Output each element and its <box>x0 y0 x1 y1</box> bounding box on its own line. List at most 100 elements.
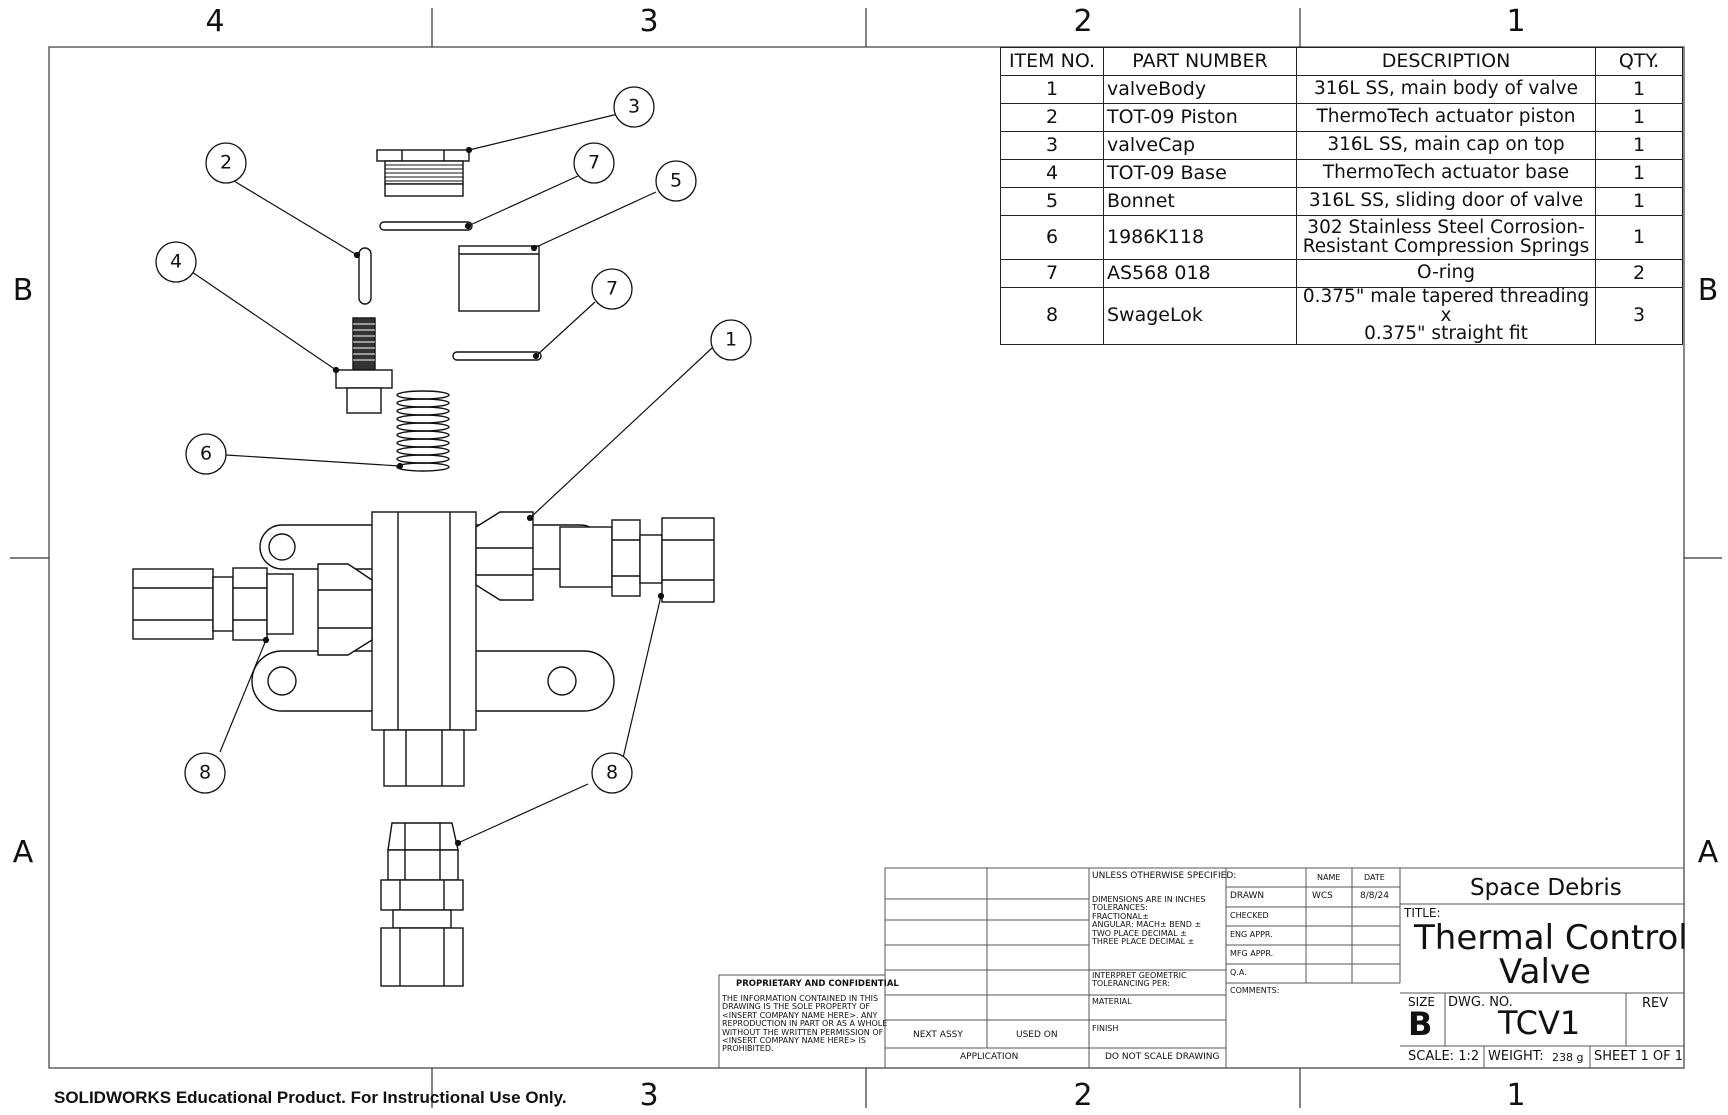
balloon-number: 5 <box>669 169 683 192</box>
tolerance-line: DIMENSIONS ARE IN INCHES <box>1092 895 1206 904</box>
balloon-number: 3 <box>627 95 641 118</box>
bom-item: 3 <box>1000 131 1104 160</box>
tolerance-block: DIMENSIONS ARE IN INCHES TOLERANCES: FRA… <box>1092 895 1206 946</box>
educational-watermark: SOLIDWORKS Educational Product. For Inst… <box>54 1088 567 1107</box>
zone-label: 1 <box>1506 1078 1526 1113</box>
finish-label: FINISH <box>1092 1024 1119 1033</box>
bom-desc-line: Resistant Compression Springs <box>1302 235 1590 257</box>
zone-label: 4 <box>205 4 225 39</box>
bom-qty: 1 <box>1595 131 1683 160</box>
balloon-number: 8 <box>198 761 212 784</box>
drawn-label: DRAWN <box>1230 891 1265 901</box>
interpret-line: INTERPRET GEOMETRIC <box>1092 971 1187 980</box>
zone-label: 2 <box>1073 4 1093 39</box>
sheet-value: SHEET 1 OF 1 <box>1594 1049 1684 1064</box>
zone-label: 3 <box>639 1078 659 1113</box>
name-header: NAME <box>1317 873 1341 882</box>
bom-desc: 316L SS, sliding door of valve <box>1296 187 1596 216</box>
balloon-number: 4 <box>169 250 183 273</box>
bom-header: PART NUMBER <box>1103 47 1297 76</box>
zone-label: 1 <box>1506 4 1526 39</box>
bom-desc: O-ring <box>1296 259 1596 288</box>
proprietary-line: REPRODUCTION IN PART OR AS A WHOLE <box>722 1019 888 1029</box>
bom-item: 8 <box>1000 287 1104 345</box>
material-label: MATERIAL <box>1092 997 1132 1006</box>
bom-item: 5 <box>1000 187 1104 216</box>
bom-desc: 316L SS, main body of valve <box>1296 75 1596 104</box>
proprietary-line: WITHOUT THE WRITTEN PERMISSION OF <box>722 1027 884 1037</box>
balloon-number: 8 <box>605 761 619 784</box>
dwg-no-label: DWG. NO. <box>1448 995 1513 1010</box>
bom-item: 6 <box>1000 215 1104 260</box>
bom-item: 4 <box>1000 159 1104 188</box>
bom-qty: 1 <box>1595 187 1683 216</box>
bom-header: DESCRIPTION <box>1296 47 1596 76</box>
bom-qty: 1 <box>1595 103 1683 132</box>
balloon-number: 1 <box>724 328 738 351</box>
drawn-name: WCS <box>1312 891 1333 901</box>
tolerance-line: FRACTIONAL± <box>1092 911 1149 921</box>
balloon-number: 7 <box>605 277 619 300</box>
bom-desc-line: 302 Stainless Steel Corrosion- <box>1307 217 1585 238</box>
eng-appr-label: ENG APPR. <box>1230 930 1273 939</box>
proprietary-line: THE INFORMATION CONTAINED IN THIS <box>722 994 879 1003</box>
tolerance-line: TWO PLACE DECIMAL ± <box>1092 928 1187 938</box>
interpret-label: INTERPRET GEOMETRIC TOLERANCING PER: <box>1092 971 1187 989</box>
tolerance-line: TOLERANCES: <box>1092 903 1148 913</box>
company-name: Space Debris <box>1470 875 1622 901</box>
bom-header-row: ITEM NO. PART NUMBER DESCRIPTION QTY. <box>1000 47 1683 76</box>
zone-label: A <box>12 835 34 870</box>
mfg-appr-label: MFG APPR. <box>1230 949 1274 958</box>
size-value: B <box>1408 1005 1433 1043</box>
proprietary-text: THE INFORMATION CONTAINED IN THIS DRAWIN… <box>722 994 888 1054</box>
bom-part: TOT-09 Piston <box>1103 103 1297 132</box>
zone-label: B <box>12 273 34 308</box>
bom-qty: 1 <box>1595 75 1683 104</box>
tolerance-line: ANGULAR: MACH± BEND ± <box>1092 920 1202 930</box>
bom-item: 2 <box>1000 103 1104 132</box>
weight-value: 238 g <box>1552 1051 1584 1064</box>
balloon-number: 2 <box>219 151 233 174</box>
proprietary-line: PROHIBITED. <box>722 1044 774 1054</box>
comments-label: COMMENTS: <box>1230 986 1280 995</box>
bom-qty: 1 <box>1595 215 1683 260</box>
bom-part: valveBody <box>1103 75 1297 104</box>
drawing-title-line1: Thermal Control <box>1414 918 1688 958</box>
drawing-title-line2: Valve <box>1499 952 1591 992</box>
dwg-no-value: TCV1 <box>1498 1004 1581 1042</box>
zone-label: 3 <box>639 4 659 39</box>
bom-desc: 316L SS, main cap on top <box>1296 131 1596 160</box>
next-assy-label: NEXT ASSY <box>913 1030 963 1040</box>
scale-value: SCALE: 1:2 <box>1408 1049 1480 1064</box>
interpret-line: TOLERANCING PER: <box>1092 979 1170 989</box>
bom-desc-line: 0.375" male tapered threading x <box>1302 286 1590 326</box>
zone-label: B <box>1697 273 1719 308</box>
bom-desc-line: 0.375" straight fit <box>1364 323 1528 344</box>
proprietary-line: <INSERT COMPANY NAME HERE>. ANY <box>722 1010 878 1020</box>
bom-part: SwageLok <box>1103 287 1297 345</box>
unless-specified-label: UNLESS OTHERWISE SPECIFIED: <box>1092 871 1237 881</box>
do-not-scale-label: DO NOT SCALE DRAWING <box>1105 1052 1220 1062</box>
bom-header: QTY. <box>1595 47 1683 76</box>
bom-qty: 1 <box>1595 159 1683 188</box>
bom-desc: ThermoTech actuator piston <box>1296 103 1596 132</box>
zone-label: A <box>1697 835 1719 870</box>
bom-qty: 2 <box>1595 259 1683 288</box>
title-label: TITLE: <box>1404 906 1441 920</box>
proprietary-line: DRAWING IS THE SOLE PROPERTY OF <box>722 1002 871 1012</box>
size-label: SIZE <box>1408 995 1435 1009</box>
bom-header: ITEM NO. <box>1000 47 1104 76</box>
bom-part: 1986K118 <box>1103 215 1297 260</box>
rev-label: REV <box>1642 996 1669 1011</box>
bill-of-materials: ITEM NO. PART NUMBER DESCRIPTION QTY. 1 v… <box>1000 47 1683 345</box>
